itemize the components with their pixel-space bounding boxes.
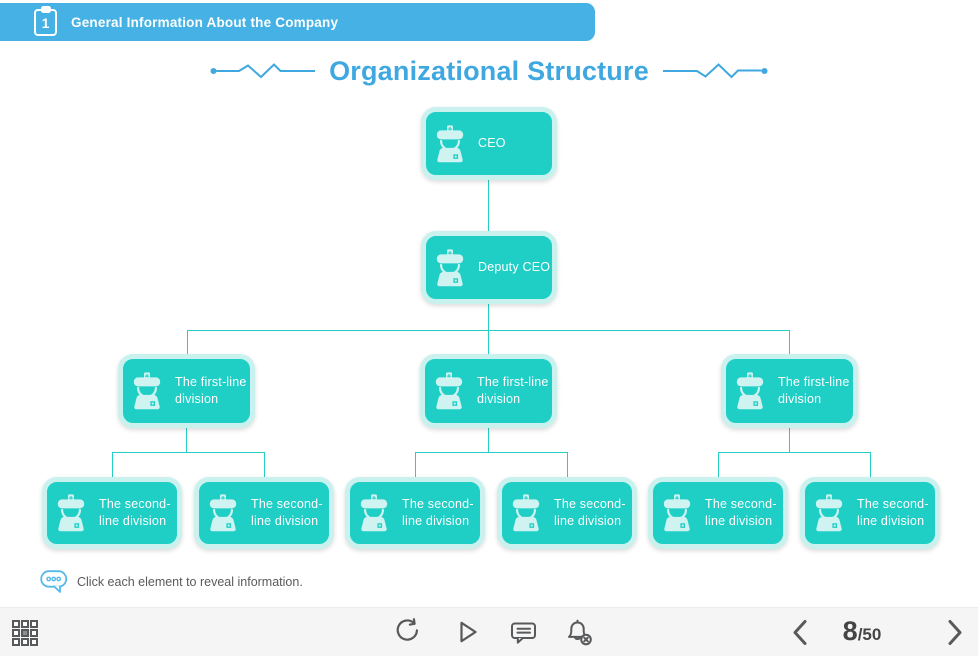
officer-avatar-icon — [432, 372, 466, 410]
page-counter: 8/50 — [812, 616, 912, 647]
org-node-label: The first-line division — [175, 374, 247, 407]
grid-cell — [21, 620, 29, 628]
notifications-off-icon[interactable] — [564, 618, 594, 648]
org-node-first-line-2[interactable]: The first-line division — [420, 354, 557, 428]
connector-line — [870, 452, 871, 477]
section-title: General Information About the Company — [71, 14, 339, 30]
hint-note-text: Click each element to reveal information… — [77, 575, 303, 589]
org-node-second-line-2[interactable]: The second-line division — [194, 477, 334, 549]
connector-line — [789, 330, 790, 354]
player-toolbar: 8/50 — [0, 607, 978, 656]
grid-cell — [30, 638, 38, 646]
officer-avatar-icon — [130, 372, 164, 410]
org-node-label: The first-line division — [778, 374, 850, 407]
grid-cell — [12, 620, 20, 628]
officer-avatar-icon — [812, 494, 846, 532]
org-node-label: The first-line division — [477, 374, 549, 407]
org-node-deputy-ceo[interactable]: Deputy CEO — [421, 231, 557, 304]
org-node-label: CEO — [478, 135, 506, 150]
officer-avatar-icon — [54, 494, 88, 532]
zigzag-decoration-left-icon — [210, 63, 316, 79]
org-node-label: The second-line division — [705, 496, 777, 529]
officer-avatar-icon — [357, 494, 391, 532]
page-current: 8 — [842, 616, 858, 646]
section-number: 1 — [34, 9, 57, 36]
chevron-right-icon[interactable] — [947, 619, 963, 646]
connector-line — [488, 304, 489, 330]
connector-line — [186, 428, 187, 452]
connector-line — [187, 330, 188, 354]
org-node-second-line-4[interactable]: The second-line division — [497, 477, 637, 549]
speech-bubble-icon — [40, 570, 68, 593]
org-node-second-line-6[interactable]: The second-line division — [800, 477, 940, 549]
clipboard-icon: 1 — [34, 6, 57, 36]
connector-line — [718, 452, 870, 453]
connector-line — [264, 452, 265, 477]
grid-cell — [12, 629, 20, 637]
connector-line — [488, 330, 489, 354]
connector-line — [488, 180, 489, 231]
connector-line — [415, 452, 416, 477]
org-node-first-line-3[interactable]: The first-line division — [721, 354, 858, 428]
org-node-label: The second-line division — [251, 496, 323, 529]
grid-cell — [30, 629, 38, 637]
grid-menu-icon[interactable] — [12, 620, 38, 646]
hint-note: Click each element to reveal information… — [40, 570, 303, 594]
org-node-label: The second-line division — [554, 496, 626, 529]
org-node-label: The second-line division — [857, 496, 929, 529]
play-icon[interactable] — [452, 618, 480, 646]
org-node-ceo[interactable]: CEO — [421, 107, 557, 180]
page-title: Organizational Structure — [329, 55, 649, 86]
zigzag-decoration-right-icon — [662, 63, 768, 79]
officer-avatar-icon — [433, 249, 467, 287]
grid-cell — [30, 620, 38, 628]
org-node-first-line-1[interactable]: The first-line division — [118, 354, 255, 428]
grid-cell — [12, 638, 20, 646]
comments-icon[interactable] — [508, 618, 538, 646]
connector-line — [789, 428, 790, 452]
connector-line — [112, 452, 113, 477]
org-node-second-line-5[interactable]: The second-line division — [648, 477, 788, 549]
officer-avatar-icon — [433, 125, 467, 163]
officer-avatar-icon — [206, 494, 240, 532]
officer-avatar-icon — [509, 494, 543, 532]
org-node-label: Deputy CEO — [478, 259, 551, 274]
connector-line — [488, 428, 489, 452]
grid-cell — [21, 629, 29, 637]
connector-line — [112, 452, 264, 453]
connector-line — [567, 452, 568, 477]
grid-cell — [21, 638, 29, 646]
connector-line — [415, 452, 567, 453]
connector-line — [718, 452, 719, 477]
page-total: /50 — [857, 625, 882, 644]
officer-avatar-icon — [733, 372, 767, 410]
org-node-second-line-3[interactable]: The second-line division — [345, 477, 485, 549]
org-node-label: The second-line division — [99, 496, 171, 529]
slide-title-row: Organizational Structure — [0, 52, 978, 90]
section-banner: 1 General Information About the Company — [0, 3, 595, 41]
org-node-second-line-1[interactable]: The second-line division — [42, 477, 182, 549]
officer-avatar-icon — [660, 494, 694, 532]
chevron-left-icon[interactable] — [792, 619, 808, 646]
org-node-label: The second-line division — [402, 496, 474, 529]
replay-icon[interactable] — [393, 618, 421, 646]
